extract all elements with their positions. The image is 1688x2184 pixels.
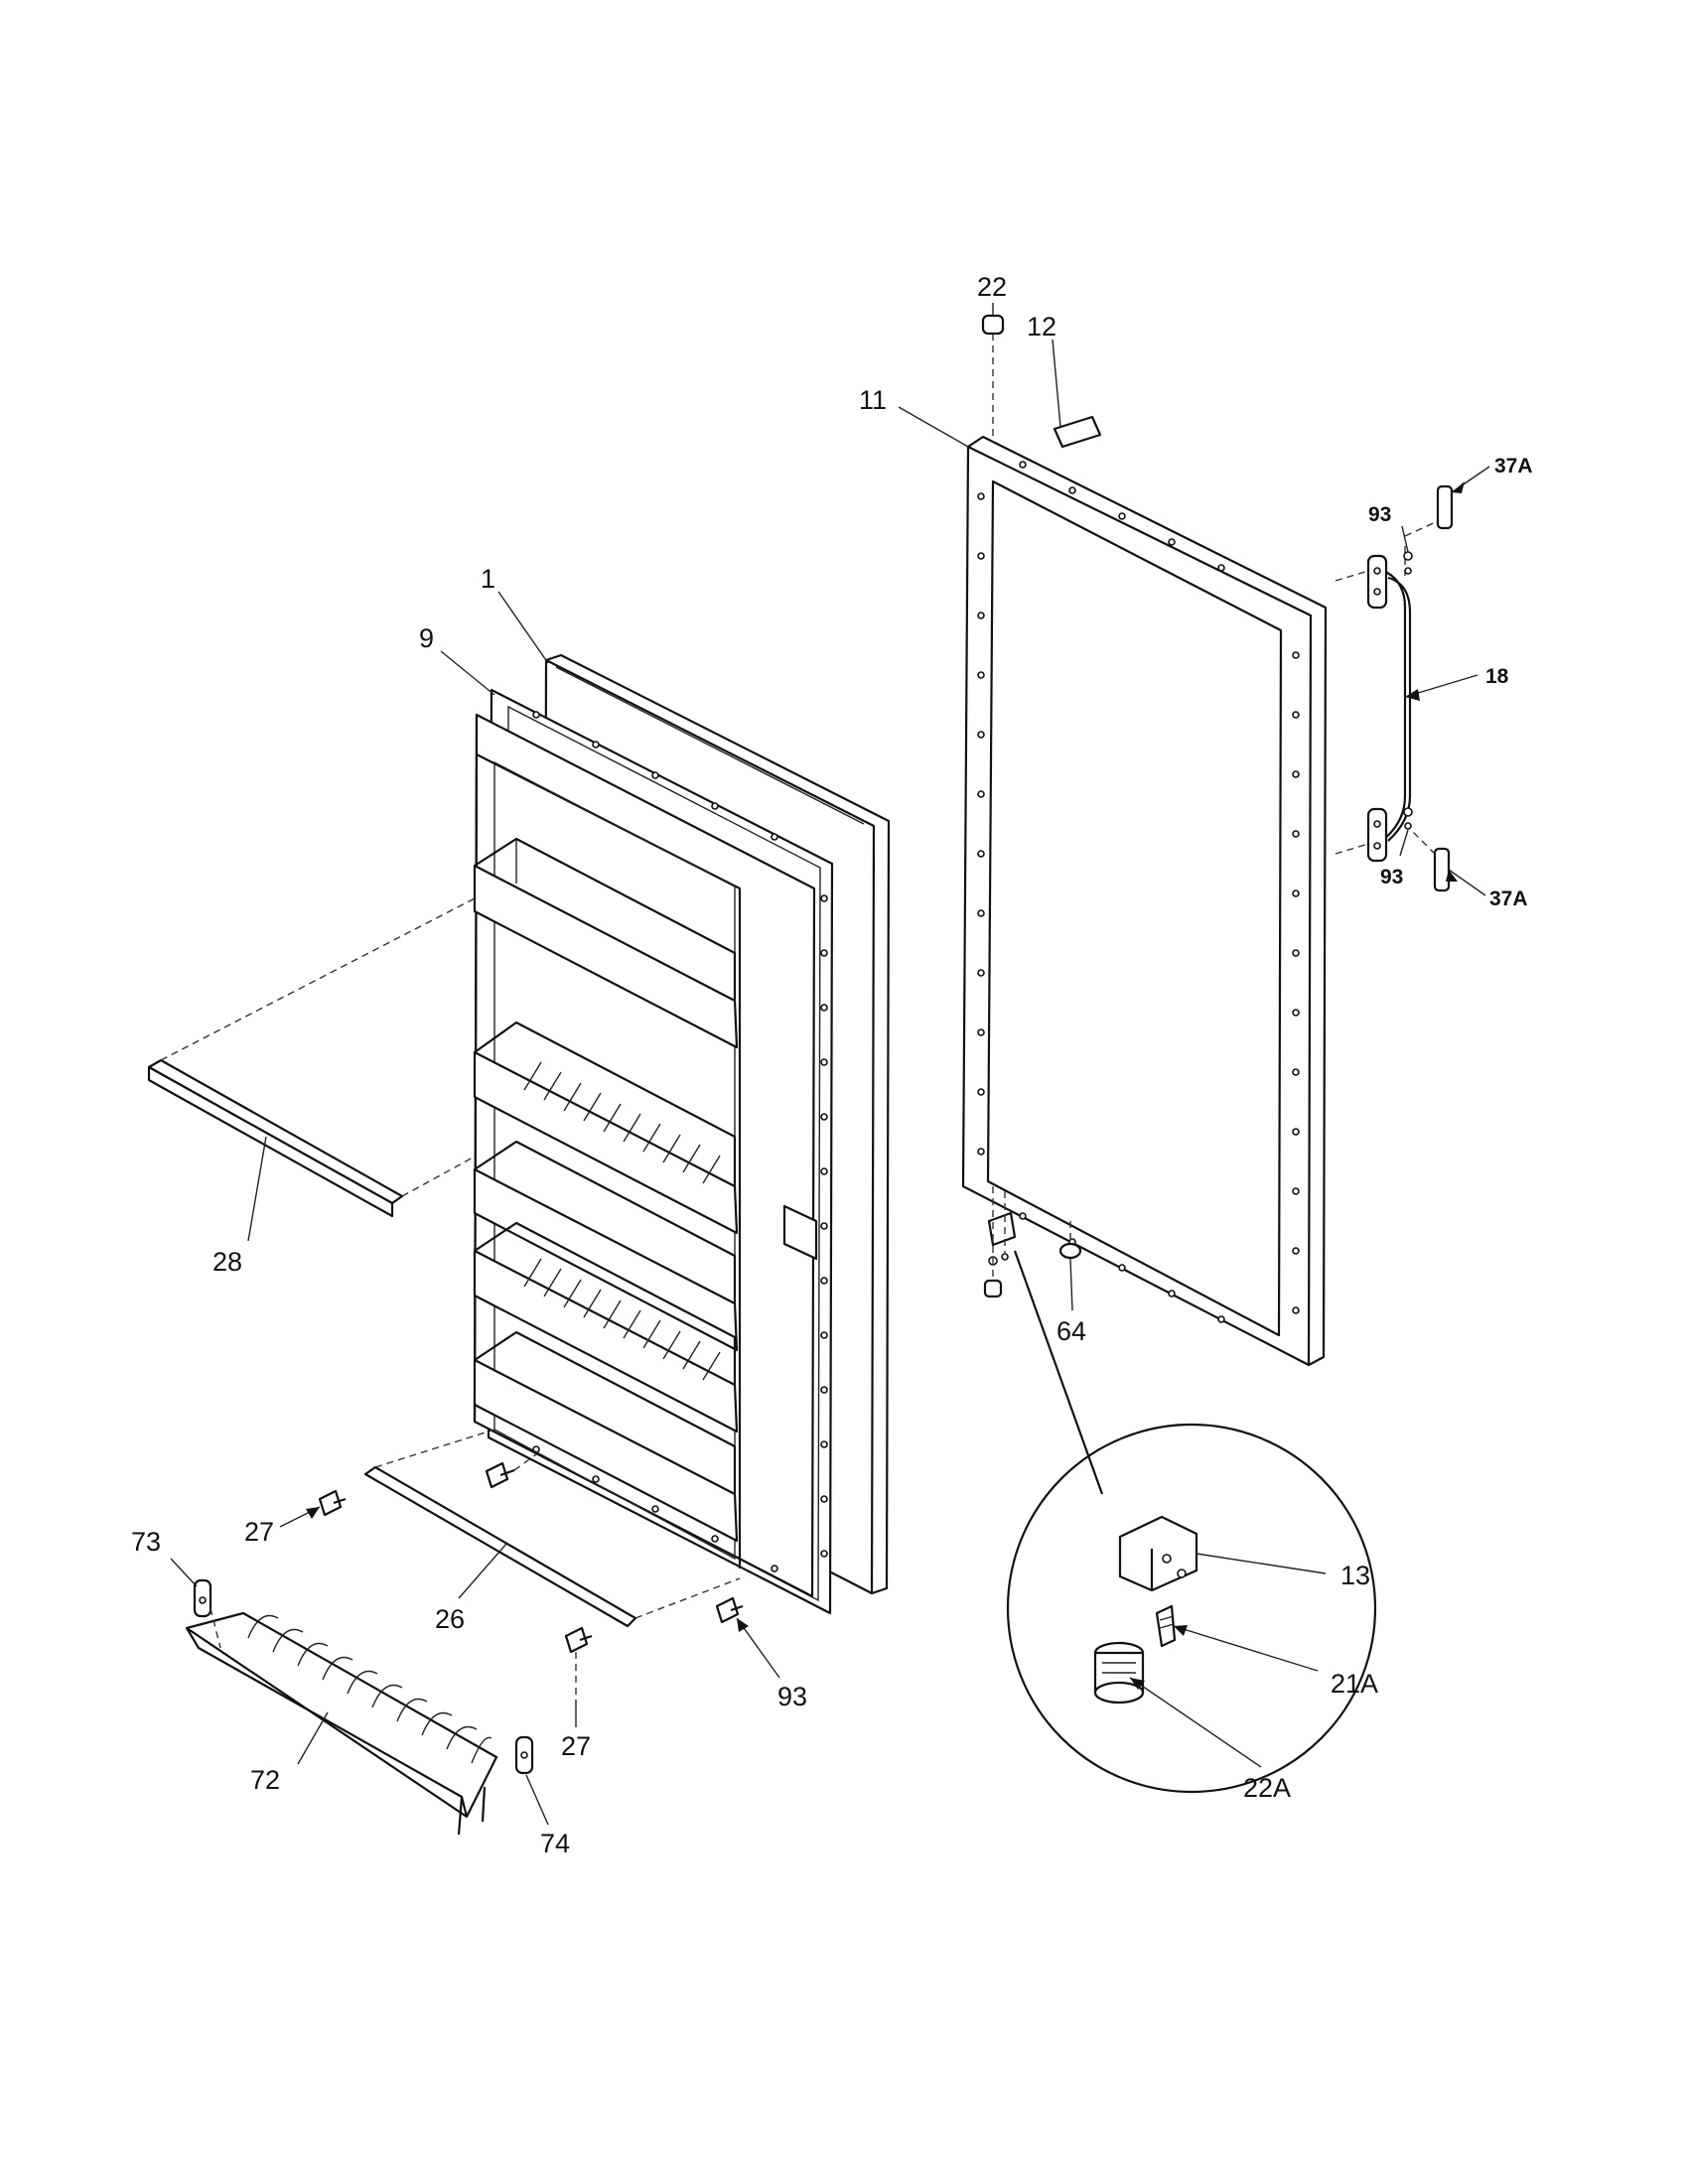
shell-screw-holes — [977, 461, 1300, 1323]
basket-clip-74 — [514, 1735, 534, 1775]
hinge-detail-view — [1006, 1423, 1377, 1794]
screw-93-bottom — [715, 1596, 744, 1624]
liner-screw-holes — [532, 711, 828, 1572]
screw-27-a — [318, 1453, 537, 1517]
callout-1: 1 — [481, 564, 495, 594]
callout-22: 22 — [977, 272, 1007, 302]
door-shelf-5 — [473, 1330, 739, 1543]
handle-screws-93 — [1403, 551, 1413, 830]
top-plug-22 — [981, 314, 1005, 442]
bottom-rail-26 — [363, 1429, 741, 1628]
basket-clip-73 — [193, 1578, 221, 1649]
callout-26: 26 — [435, 1604, 465, 1634]
callout-18: 18 — [1485, 665, 1509, 688]
outer-door-shell-11 — [961, 435, 1328, 1367]
callout-12: 12 — [1027, 312, 1056, 341]
callout-93-top: 93 — [1368, 503, 1391, 526]
door-handle-18 — [1335, 554, 1412, 863]
hinge-pin-22A — [1093, 1641, 1145, 1705]
callout-21A: 21A — [1331, 1669, 1378, 1699]
callout-labels: 1 9 11 12 22 93 37A 18 93 37A 28 64 27 2… — [131, 272, 1533, 1858]
callout-9: 9 — [419, 623, 434, 653]
callout-64: 64 — [1056, 1316, 1086, 1346]
callout-11: 11 — [859, 385, 887, 415]
lower-hinge-parts — [983, 1186, 1104, 1495]
callout-13: 13 — [1340, 1561, 1370, 1590]
callout-73: 73 — [131, 1527, 161, 1557]
callout-74: 74 — [540, 1829, 570, 1858]
screw-27-b — [564, 1626, 593, 1698]
bottom-basket-72 — [185, 1611, 498, 1836]
shelf-rail-28 — [147, 897, 476, 1218]
hinge-bracket-13 — [1118, 1515, 1198, 1592]
callout-37A-bottom: 37A — [1489, 887, 1528, 910]
handle-end-cap-37A-bottom — [1404, 823, 1451, 892]
door-assembly — [473, 653, 891, 1615]
door-shelf-2 — [473, 1021, 739, 1235]
callout-72: 72 — [250, 1765, 280, 1795]
leader-arrowheads — [306, 481, 1465, 1690]
handle-end-cap-37A-top — [1404, 484, 1454, 576]
callout-27-bottom: 27 — [561, 1731, 591, 1761]
callout-28: 28 — [212, 1247, 242, 1277]
label-plate-12 — [1053, 415, 1102, 449]
callout-22A: 22A — [1243, 1773, 1291, 1803]
door-shelf-1 — [473, 837, 739, 1049]
callout-37A-top: 37A — [1494, 455, 1533, 478]
hinge-screw-21A — [1155, 1604, 1177, 1648]
door-shelf-4 — [473, 1221, 739, 1433]
callout-93-bottom: 93 — [777, 1682, 807, 1711]
callout-27-left: 27 — [244, 1517, 274, 1547]
leader-lines — [170, 303, 1490, 1826]
callout-93-mid: 93 — [1380, 866, 1403, 888]
